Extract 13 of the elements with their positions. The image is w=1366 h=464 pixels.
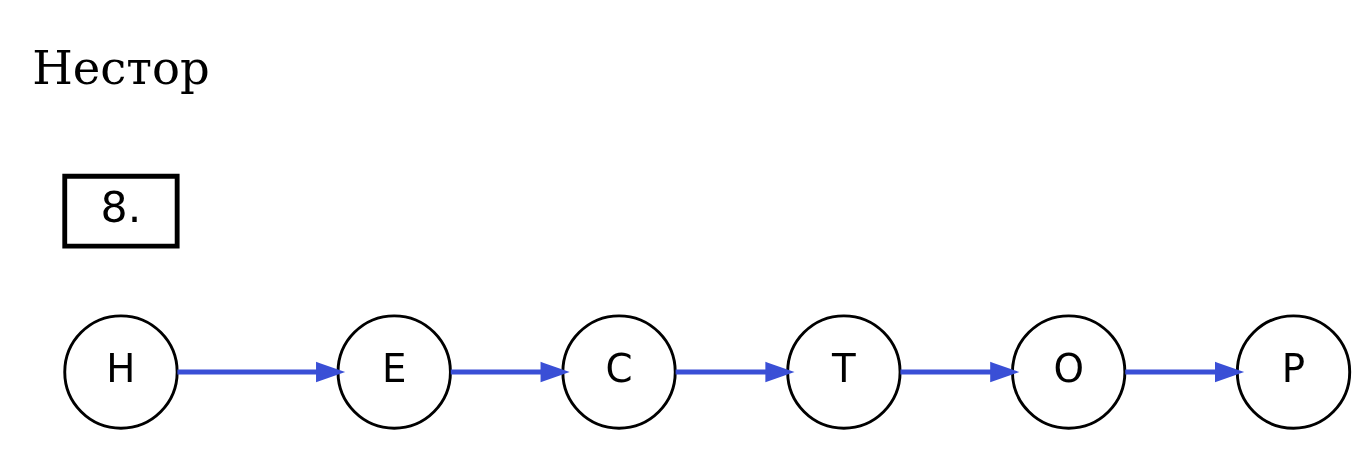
node-circle: С [561, 313, 677, 430]
label: Нестор [32, 40, 210, 95]
label: 8. [100, 181, 142, 232]
node-circle: Т [786, 313, 902, 430]
arrow [1125, 361, 1245, 382]
arrow [450, 361, 570, 382]
arrow [177, 361, 346, 382]
node-circle: Р [1235, 313, 1352, 430]
node-circle: Е [336, 313, 452, 430]
node-circle: Н [63, 313, 179, 430]
arrow [675, 361, 795, 382]
node-circle: О [1011, 313, 1127, 430]
arrow [900, 361, 1020, 382]
